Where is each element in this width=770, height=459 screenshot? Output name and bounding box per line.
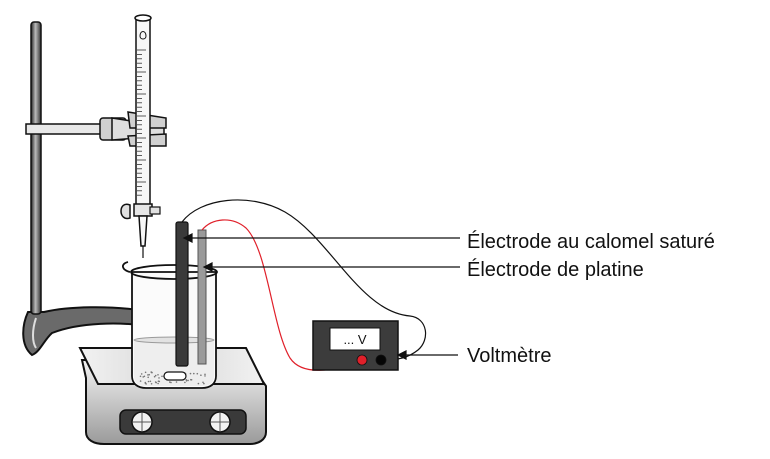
beaker [122, 261, 218, 389]
sediment-dot [149, 380, 152, 383]
sediment-dot [190, 378, 192, 381]
voltmeter-red-terminal[interactable] [356, 354, 368, 366]
voltmeter-reading: ... V [343, 332, 366, 347]
sediment-dot [185, 380, 188, 382]
sediment-dot [197, 382, 200, 385]
leader-lines [182, 233, 460, 360]
sediment-dot [200, 374, 202, 377]
sediment-dot [154, 381, 157, 383]
voltmeter: ... V [312, 320, 399, 371]
sediment-dot [161, 375, 163, 378]
sediment-dot [157, 380, 160, 383]
sediment-dot [196, 372, 199, 375]
sediment-dot [184, 381, 186, 384]
sediment-dot [144, 371, 147, 374]
sediment-dot [147, 380, 150, 383]
sediment-dot [153, 375, 156, 378]
sediment-dot [157, 374, 159, 376]
sediment-dot [143, 375, 146, 378]
sediment-dot [202, 381, 204, 384]
stir-bar [163, 371, 187, 381]
stand-rod [30, 21, 42, 315]
retort-stand [22, 21, 150, 357]
platinum-electrode [197, 229, 207, 365]
label-voltmeter: Voltmètre [467, 345, 552, 367]
sediment-dot [150, 383, 153, 385]
sediment-dot [175, 381, 178, 383]
sediment-dot [193, 372, 195, 375]
sediment-dot [204, 373, 206, 376]
calomel-electrode [175, 221, 189, 367]
label-platinum-electrode: Électrode de platine [467, 259, 644, 281]
voltmeter-black-terminal[interactable] [375, 354, 387, 366]
beaker-solution [134, 340, 214, 386]
sediment-dot [150, 371, 152, 373]
sediment-dot [145, 383, 147, 385]
black-wire [181, 199, 427, 361]
label-calomel-electrode: Électrode au calomel saturé [467, 231, 715, 253]
burette [120, 14, 161, 258]
sediment-dot [140, 373, 143, 375]
sediment-dot [148, 373, 150, 376]
sediment-dot [187, 379, 189, 382]
stirrer-knob-right[interactable] [209, 411, 231, 433]
sediment-dot [139, 380, 142, 382]
sediment-dot [139, 375, 142, 378]
voltmeter-display [329, 327, 381, 351]
sediment-dot [204, 375, 206, 377]
sediment-dot [158, 377, 160, 379]
sediment-dot [142, 376, 144, 378]
sediment-dot [154, 374, 157, 377]
sediment-dot [147, 374, 149, 376]
stirrer-knob-left[interactable] [131, 411, 153, 433]
sediment-dot [157, 382, 159, 385]
sediment-dot [203, 382, 205, 385]
sediment-dot [147, 376, 149, 379]
sediment-dot [170, 381, 172, 384]
sediment-dot [189, 372, 192, 375]
stand-base [22, 306, 150, 357]
